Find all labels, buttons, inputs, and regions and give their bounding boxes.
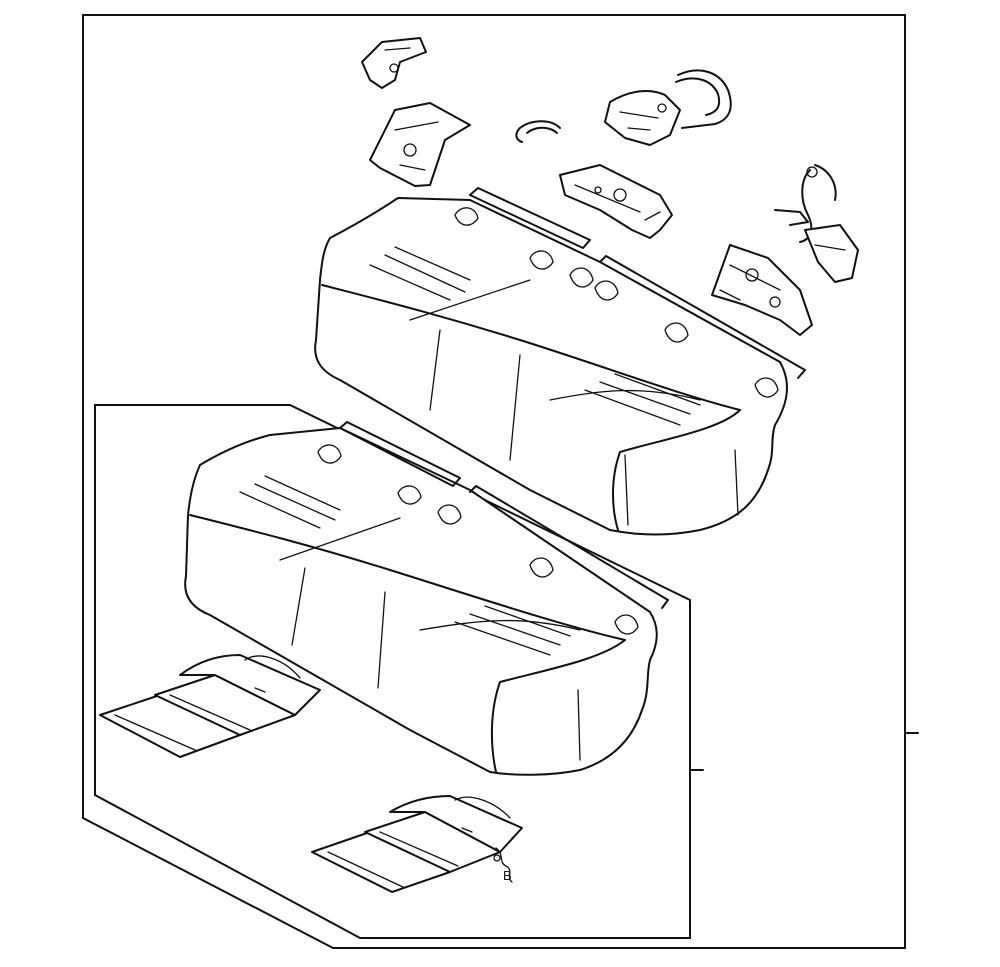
seat-heater-pad-right[interactable]: B — [311, 795, 523, 893]
rear-seat-cushion-assembly[interactable] — [314, 187, 806, 536]
hinge-bracket-right[interactable] — [711, 244, 813, 336]
wiring-harness-right[interactable] — [774, 164, 859, 283]
mounting-bracket-upper[interactable] — [361, 37, 427, 89]
outer-frame — [82, 14, 906, 949]
mounting-bracket-left[interactable] — [369, 102, 471, 187]
seat-heater-pad-left[interactable] — [99, 654, 321, 758]
hinge-bracket-center[interactable] — [559, 164, 673, 239]
wire-clip[interactable] — [515, 120, 561, 143]
seat-cushion-cover[interactable] — [184, 421, 669, 776]
inner-frame — [94, 404, 691, 939]
callout-b: B — [503, 868, 512, 883]
wiring-harness-upper[interactable] — [604, 69, 732, 146]
